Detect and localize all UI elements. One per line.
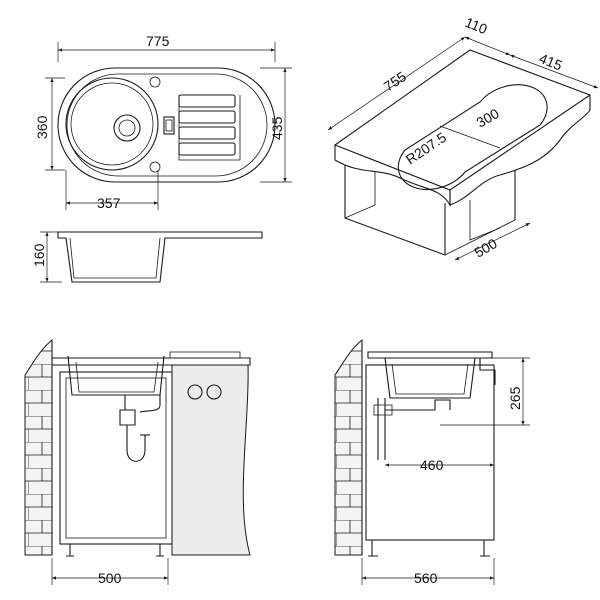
overflow — [163, 116, 175, 135]
iso-bowl — [397, 84, 548, 191]
cabinet-front — [59, 371, 173, 545]
side-section: 160 — [31, 231, 263, 283]
dim-iso-length: 755 — [381, 68, 409, 94]
brick-wall — [334, 338, 363, 556]
dim-iso-bowl-width: 300 — [474, 105, 502, 131]
drain-hole — [113, 114, 141, 142]
iso-cabinet — [344, 165, 446, 256]
dim-width: 775 — [146, 33, 170, 49]
tap-hole — [149, 76, 161, 88]
dim-height-right: 435 — [269, 116, 285, 140]
dim-height-left: 360 — [34, 115, 50, 139]
dim-iso-back: 110 — [463, 14, 490, 37]
dim-iso-width: 415 — [537, 50, 565, 74]
iso-view: 755 110 415 R207.5 300 500 — [327, 14, 599, 261]
drainer-ribs — [178, 94, 241, 161]
side-panel — [171, 364, 251, 556]
sink-section — [57, 231, 263, 283]
dim-drain-offset: 460 — [420, 457, 444, 473]
dim-iso-cabinet: 500 — [472, 235, 500, 261]
tap-hole — [149, 161, 161, 173]
dim-depth: 160 — [31, 243, 47, 267]
dim-side-height: 265 — [507, 386, 523, 410]
top-view: 775 360 435 357 — [34, 33, 292, 211]
front-install: 500 — [24, 338, 251, 586]
cabinet-side — [365, 364, 495, 541]
dim-side-cabinet: 560 — [414, 570, 438, 586]
round-bowl — [65, 77, 159, 171]
dim-front-cabinet: 500 — [98, 570, 122, 586]
side-install: 265 460 560 — [334, 338, 530, 586]
dim-bowl-width: 357 — [97, 195, 121, 211]
dim-bowl-radius: R207.5 — [403, 129, 450, 168]
brick-wall — [24, 338, 53, 556]
sink-outline — [57, 67, 276, 183]
